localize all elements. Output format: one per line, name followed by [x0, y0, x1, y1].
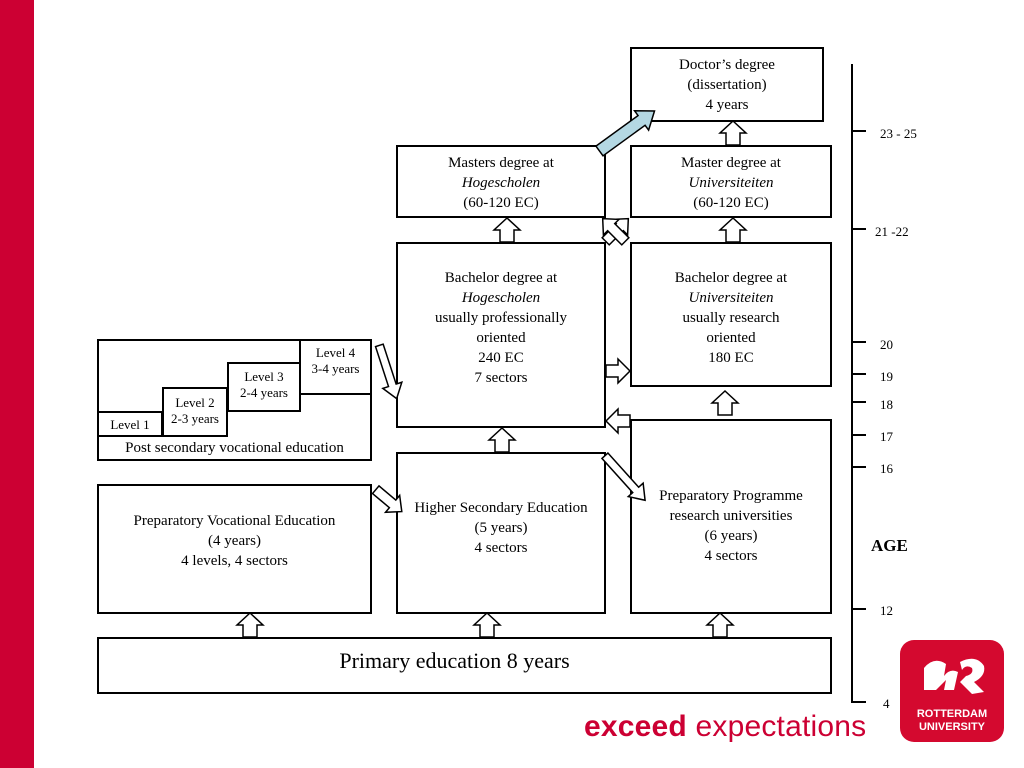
masters-hbo-line2: Hogescholen [461, 175, 541, 191]
level-4-box: Level 4 3-4 years [299, 339, 372, 395]
masters-hogescholen-box: Masters degree at Hogescholen (60-120 EC… [396, 145, 606, 218]
left-arrow-prep-to-hbo [605, 408, 631, 434]
age-label-16: 16 [880, 461, 893, 476]
prep-research-line3: (6 years) [704, 528, 758, 544]
bachelor-hbo-line2: Hogescholen [461, 290, 541, 306]
higher-secondary-line3: 4 sectors [474, 540, 528, 556]
level-4-label: Level 4 [315, 345, 356, 360]
prep-vocational-line1: Preparatory Vocational Education [133, 513, 336, 529]
up-arrow-primary-to-vocational [236, 612, 264, 638]
diagonal-arrow-secondary-to-prep [600, 451, 646, 502]
level-1-label: Level 1 [110, 417, 150, 432]
bachelor-hbo-line6: 7 sectors [474, 370, 528, 386]
primary-education-label: Primary education 8 years [339, 648, 570, 673]
age-label-23-25: 23 - 25 [880, 126, 917, 141]
bachelor-hbo-line4: oriented [476, 330, 526, 346]
age-label-17: 17 [880, 429, 893, 444]
prep-research-line1: Preparatory Programme [659, 488, 803, 504]
up-arrow-secondary-to-bachelor [488, 427, 516, 453]
right-arrow-hbo-to-uni [605, 358, 631, 384]
up-arrow-masters-to-doctor [719, 120, 747, 146]
bachelor-uni-line1: Bachelor degree at [674, 270, 788, 286]
up-arrow-primary-to-secondary [473, 612, 501, 638]
logo-line2: UNIVERSITY [918, 721, 985, 733]
age-label-4: 4 [883, 696, 890, 711]
level-2-box: Level 2 2-3 years [162, 387, 228, 437]
masters-hbo-line1: Masters degree at [448, 155, 554, 171]
bachelor-uni-line4: oriented [706, 330, 756, 346]
level-3-label: Level 3 [244, 369, 284, 384]
logo-mark-icon [924, 658, 985, 694]
level-4-years: 3-4 years [311, 361, 360, 376]
up-arrow-bachelor-to-masters-uni [719, 217, 747, 243]
prep-research-box: Preparatory Programme research universit… [630, 419, 832, 614]
doctor-line3: 4 years [705, 97, 749, 113]
level-3-box: Level 3 2-4 years [227, 362, 301, 412]
prep-vocational-line3: 4 levels, 4 sectors [181, 553, 288, 569]
bachelor-uni-line2: Universiteiten [688, 290, 774, 306]
bachelor-hbo-line5: 240 EC [478, 350, 524, 366]
level-2-label: Level 2 [175, 395, 215, 410]
doctor-line1: Doctor’s degree [679, 57, 775, 73]
prep-research-line2: research universities [669, 508, 793, 524]
slogan-rest: expectations [686, 710, 867, 743]
higher-secondary-line1: Higher Secondary Education [414, 500, 588, 516]
age-label-21-22: 21 -22 [875, 224, 909, 239]
diagonal-arrow-vocational-to-secondary [371, 484, 403, 514]
diagonal-arrow-uni-to-masters-hbo [601, 217, 630, 246]
doctor-degree-box: Doctor’s degree (dissertation) 4 years [630, 47, 824, 122]
up-arrow-prep-to-bachelor [711, 390, 739, 416]
up-arrow-primary-to-prep [706, 612, 734, 638]
doctor-line2: (dissertation) [687, 77, 767, 93]
bachelor-uni-line3: usually research [682, 310, 780, 326]
level-3-years: 2-4 years [239, 385, 288, 400]
masters-uni-line3: (60-120 EC) [693, 195, 769, 211]
age-label-19: 19 [880, 369, 893, 384]
post-secondary-label: Post secondary vocational education [125, 440, 344, 456]
bachelor-uni-line5: 180 EC [708, 350, 754, 366]
prep-vocational-box: Preparatory Vocational Education (4 year… [97, 484, 372, 614]
logo-line1: ROTTERDAM [916, 708, 988, 720]
masters-universiteiten-box: Master degree at Universiteiten (60-120 … [630, 145, 832, 218]
bachelor-universiteiten-box: Bachelor degree at Universiteiten usuall… [630, 242, 832, 387]
bachelor-hbo-line3: usually professionally [434, 310, 568, 326]
slogan-bold: exceed [584, 710, 687, 743]
red-sidebar [0, 0, 34, 768]
masters-uni-line1: Master degree at [681, 155, 781, 171]
age-label-20: 20 [880, 337, 893, 352]
primary-education-box: Primary education 8 years [97, 637, 832, 694]
masters-hbo-line3: (60-120 EC) [463, 195, 539, 211]
diagonal-arrow-masters-hbo-to-doctor [594, 109, 656, 157]
age-label-12: 12 [880, 603, 893, 618]
level-1-box: Level 1 [97, 411, 163, 437]
higher-secondary-line2: (5 years) [474, 520, 528, 536]
slogan: exceed expectations [584, 710, 866, 744]
prep-vocational-line2: (4 years) [208, 533, 261, 549]
bachelor-hogescholen-box: Bachelor degree at Hogescholen usually p… [396, 242, 606, 428]
age-label-18: 18 [880, 397, 893, 412]
rotterdam-university-logo: ROTTERDAM UNIVERSITY [900, 640, 1004, 742]
masters-uni-line2: Universiteiten [688, 175, 774, 191]
level-2-years: 2-3 years [170, 411, 219, 426]
bachelor-hbo-line1: Bachelor degree at [444, 270, 558, 286]
higher-secondary-box: Higher Secondary Education (5 years) 4 s… [396, 452, 606, 614]
diagonal-arrow-level4-to-bachelor [374, 343, 403, 400]
age-axis-title: AGE [871, 536, 908, 555]
prep-research-line4: 4 sectors [704, 548, 758, 564]
up-arrow-bachelor-to-masters-hbo [493, 217, 521, 243]
